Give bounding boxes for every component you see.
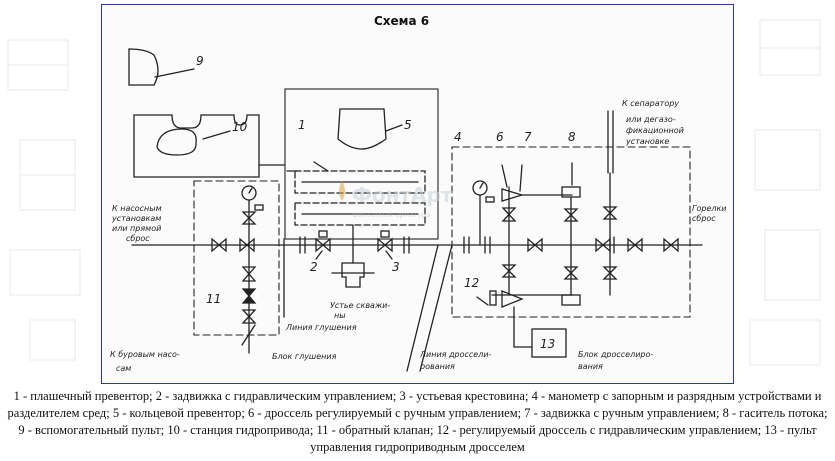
note-choke-line-2: рования — [419, 362, 455, 371]
callout-9: 9 — [196, 54, 204, 68]
flow-damper-bottom — [561, 294, 581, 306]
callout-3: 3 — [392, 260, 400, 274]
callout-1: 1 — [298, 118, 306, 132]
preventer-block-outline — [284, 88, 439, 240]
scheme-frame: ФонтАрт фонтанная арматура Схема 6 9 10 … — [101, 4, 734, 384]
note-separator-1: К сепаратору — [622, 99, 679, 108]
note-choke-line-1: Линия дроссели- — [419, 350, 492, 359]
annular-preventer-5 — [337, 108, 387, 150]
watermark-subtitle: фонтанная арматура — [352, 211, 430, 219]
note-kill-line: Линия глушения — [285, 323, 357, 332]
callout-11: 11 — [206, 292, 221, 306]
auxiliary-panel-shape — [128, 48, 159, 86]
kill-block-outline — [193, 180, 280, 336]
callout-10: 10 — [232, 120, 248, 134]
note-drill-pumps-2: сам — [116, 364, 131, 373]
scheme-title: Схема 6 — [374, 14, 429, 28]
callout-2: 2 — [310, 260, 318, 274]
note-separator-2: или дегазо- — [626, 115, 676, 124]
callout-7: 7 — [524, 130, 532, 144]
note-flare-2: сброс — [692, 214, 716, 223]
note-pump-line-1: К насосным — [112, 204, 162, 213]
watermark-brand: ФонтАрт — [352, 183, 453, 207]
note-flare-1: Горелки — [692, 204, 727, 213]
choke-control-panel-13 — [531, 328, 567, 358]
choke-block-outline — [451, 146, 691, 318]
note-wellhead-2: ны — [334, 311, 346, 320]
note-separator-3: фикационной — [626, 126, 684, 135]
callout-8: 8 — [568, 130, 576, 144]
callout-13: 13 — [540, 337, 555, 351]
note-choke-block-1: Блок дросселиро- — [578, 350, 653, 359]
callout-5: 5 — [404, 118, 412, 132]
note-wellhead-1: Устье скважи- — [330, 301, 390, 310]
legend-caption: 1 - плашечный превентор; 2 - задвижка с … — [7, 389, 828, 454]
callout-4: 4 — [454, 130, 462, 144]
note-pump-line-2: установкам — [111, 214, 161, 223]
note-choke-block-2: вания — [578, 362, 603, 371]
hydraulic-station-shape — [133, 114, 260, 178]
note-pump-line-4: сброс — [126, 234, 150, 243]
note-separator-4: установке — [625, 137, 669, 146]
wellhead-cross-3 — [341, 262, 365, 288]
note-drill-pumps-1: К буровым насо- — [110, 350, 180, 359]
watermark-logo: ФонтАрт фонтанная арматура — [339, 181, 453, 219]
callout-6: 6 — [496, 130, 504, 144]
note-pump-line-3: или прямой — [112, 224, 161, 233]
note-kill-block: Блок глушения — [272, 352, 337, 361]
callout-12: 12 — [464, 276, 479, 290]
schematic-diagram: ФонтАрт фонтанная арматура Схема 6 9 10 … — [110, 14, 727, 373]
